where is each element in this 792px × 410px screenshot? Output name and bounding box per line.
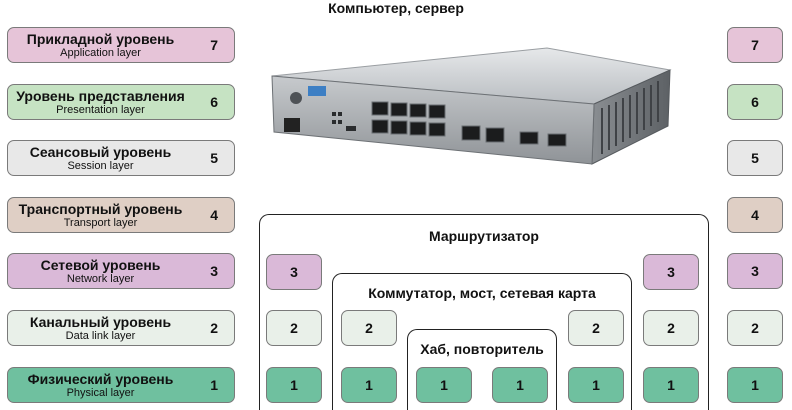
switch-group (332, 273, 632, 410)
switch-right-layer-2: 2 (568, 310, 624, 346)
layer-number: 2 (210, 320, 218, 336)
layer-transport: Транспортный уровень Transport layer 4 (7, 197, 235, 233)
router-left-layer-3: 3 (266, 254, 322, 290)
layer-application: Прикладной уровень Application layer 7 (7, 27, 235, 63)
switch-label: Коммутатор, мост, сетевая карта (368, 285, 596, 301)
layer-name-ru: Физический уровень (27, 371, 174, 387)
layer-presentation: Уровень представления Presentation layer… (7, 84, 235, 120)
layer-name-ru: Уровень представления (16, 88, 185, 104)
layer-session: Сеансовый уровень Session layer 5 (7, 140, 235, 176)
layer-number: 5 (210, 150, 218, 166)
router-label: Маршрутизатор (429, 228, 539, 244)
layer-name-ru: Прикладной уровень (26, 31, 175, 47)
layer-number: 1 (210, 377, 218, 393)
right-layer-3: 3 (727, 253, 783, 289)
layer-number: 3 (210, 263, 218, 279)
router-right-layer-1: 1 (643, 367, 699, 403)
layer-name-ru: Транспортный уровень (18, 201, 183, 217)
right-layer-2: 2 (727, 310, 783, 346)
router-right-layer-3: 3 (643, 254, 699, 290)
router-left-layer-2: 2 (266, 310, 322, 346)
layer-name-ru: Сетевой уровень (40, 257, 161, 273)
router-right-layer-2: 2 (643, 310, 699, 346)
right-layer-5: 5 (727, 140, 783, 176)
layer-name-en: Application layer (60, 47, 141, 59)
right-layer-4: 4 (727, 197, 783, 233)
router-group (259, 214, 709, 410)
layer-physical: Физический уровень Physical layer 1 (7, 367, 235, 403)
hub-label: Хаб, повторитель (420, 341, 544, 357)
layer-name-en: Transport layer (63, 217, 138, 229)
router-left-layer-1: 1 (266, 367, 322, 403)
layer-name-en: Network layer (66, 273, 135, 285)
switch-right-layer-1: 1 (568, 367, 624, 403)
layer-name-en: Session layer (67, 160, 134, 172)
layer-number: 4 (210, 207, 218, 223)
network-switch-image (271, 47, 672, 165)
right-layer-1: 1 (727, 367, 783, 403)
switch-left-layer-2: 2 (341, 310, 397, 346)
layer-name-en: Data link layer (65, 330, 136, 342)
layer-name-en: Presentation layer (56, 104, 145, 116)
switch-left-layer-1: 1 (341, 367, 397, 403)
right-layer-6: 6 (727, 84, 783, 120)
layer-name-ru: Канальный уровень (29, 314, 172, 330)
hub-right-layer-1: 1 (492, 367, 548, 403)
hub-group (407, 329, 557, 410)
page-title: Компьютер, сервер (328, 0, 464, 16)
layer-network: Сетевой уровень Network layer 3 (7, 253, 235, 289)
right-layer-7: 7 (727, 27, 783, 63)
hub-left-layer-1: 1 (416, 367, 472, 403)
layer-name-ru: Сеансовый уровень (29, 144, 172, 160)
layer-data-link: Канальный уровень Data link layer 2 (7, 310, 235, 346)
layer-number: 7 (210, 37, 218, 53)
layer-name-en: Physical layer (66, 387, 135, 399)
layer-number: 6 (210, 94, 218, 110)
